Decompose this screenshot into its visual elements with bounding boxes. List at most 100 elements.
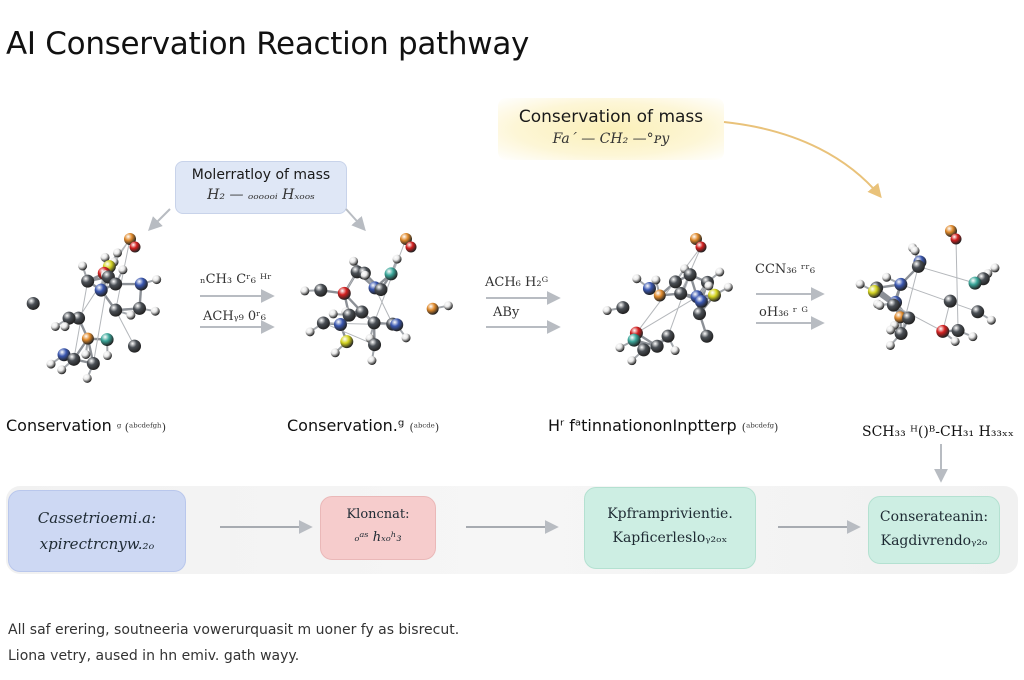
atom [968,276,982,290]
atom [94,283,108,297]
atom [127,339,141,353]
reaction-label-bottom: oH₃₆ ʳ ᴳ [759,305,808,320]
atom [126,310,136,320]
atom [627,333,641,347]
atom [875,300,885,310]
footer-note: All saf erering, soutneeria vowerurquasi… [8,622,460,638]
pathway-step-3: Kpframprivientie. Kapficerlesloᵧ₂ₒₓ [584,487,756,569]
callout-formula: Fa´ — CH₂ —°ᴩy [552,131,670,147]
atom [902,311,916,325]
atom [78,261,88,271]
molecule-caption: SCH₃₃ ᴴ()ᴮ-CH₃₁ H₃₃ₓₓ [862,424,1014,440]
atom [342,308,356,322]
pathway-step-1: Cassetrioemi.a: xpirectrcnyw.₂ₒ [8,490,186,572]
atom [86,357,100,371]
atom [990,263,1000,273]
atom [60,322,70,332]
atom [26,296,40,310]
atom [951,324,965,338]
atom [384,267,398,281]
atom [986,315,996,325]
atom [707,288,721,302]
atom [133,301,147,315]
atom [650,339,664,353]
atom [894,327,908,341]
atom [367,316,381,330]
atom [683,268,697,282]
atom [109,277,123,291]
molecular-ratio-callout: Molerratloy of mass H₂ — ₒₒₒₒₒᵢ Hₓₒₒₛ [175,161,347,214]
atom [360,270,370,280]
atom [653,289,666,302]
caption-detail: (ᵃᵇᶜᵈᵉ) [409,421,440,434]
atom [886,298,900,312]
atom [368,338,382,352]
callout-title: Conservation of mass [518,107,704,127]
atom [695,241,707,253]
atom [349,256,359,266]
atom [936,324,950,338]
atom [152,275,162,285]
molecule-2 [296,218,466,388]
atom [855,279,865,289]
atom [67,352,81,366]
atom [112,248,122,258]
atom [102,351,112,361]
caption-text: SCH₃₃ ᴴ()ᴮ-CH₃₁ H₃₃ₓₓ [862,424,1014,440]
footer-note: Liona vetry, aused in hn emiv. gath wayy… [8,648,300,664]
reaction-label-top: ACH₆ H₂ᴳ [485,275,549,290]
atom [72,311,86,325]
atom [100,333,114,347]
atom [374,283,388,297]
atom [886,325,896,335]
atom [894,277,908,291]
atom [674,287,688,301]
molecule-3 [576,218,754,388]
atom [134,277,148,291]
caption-text: Conservation.ᵍ [287,416,405,435]
pathway-step-2: Kloncnat: ₒᵃˢ hₓₒʰ₃ [320,496,436,560]
atom [615,343,625,353]
reaction-label-bottom: ACHᵧ₉ 0ʳ₆ [203,309,266,324]
atom [355,305,369,319]
atom [950,336,960,346]
conservation-of-mass-callout: Conservation of mass Fa´ — CH₂ —°ᴩy [498,98,724,160]
molecule-caption: Conservation.ᵍ (ᵃᵇᶜᵈᵉ) [287,416,439,435]
step-detail: Kagdivrendoᵧ₂ₒ [880,533,988,549]
atom [401,333,411,343]
atom [616,301,630,315]
caption-detail: (ᵃᵇᶜᵈᵉᶠᵍ) [741,421,779,434]
atom [700,329,714,343]
atom [668,275,682,289]
step-title: Cassetrioemi.a: [37,509,157,527]
atom [637,343,651,357]
atom [882,272,892,282]
atom [943,294,957,308]
atom [405,241,417,253]
atom [885,340,895,350]
atom [367,355,377,365]
atom [443,301,453,311]
caption-text: Hʳ fᵃtinnationonInptterp [548,416,737,435]
molecule-1 [14,218,184,388]
atom [62,311,76,325]
atom [602,306,612,316]
atom [715,267,725,277]
molecule-caption: Hʳ fᵃtinnationonInptterp (ᵃᵇᶜᵈᵉᶠᵍ) [548,416,778,435]
atom [968,332,978,342]
molecule-4 [836,200,1016,390]
step-detail: Kapficerlesloᵧ₂ₒₓ [612,530,728,546]
atom [632,274,642,284]
atom [694,294,708,308]
atom [109,303,123,317]
atom [316,316,330,330]
step-title: Kloncnat: [346,507,410,522]
pathway-step-4: Conserateanin: Kagdivrendoᵧ₂ₒ [868,496,1000,564]
atom [670,346,680,356]
atom [81,332,94,345]
page-title: AI Conservation Reaction pathway [6,26,530,62]
atom [651,275,661,285]
atom [337,286,351,300]
reaction-label-top: CCN₃₆ ʳʳ₆ [755,262,816,277]
atom [129,241,141,253]
